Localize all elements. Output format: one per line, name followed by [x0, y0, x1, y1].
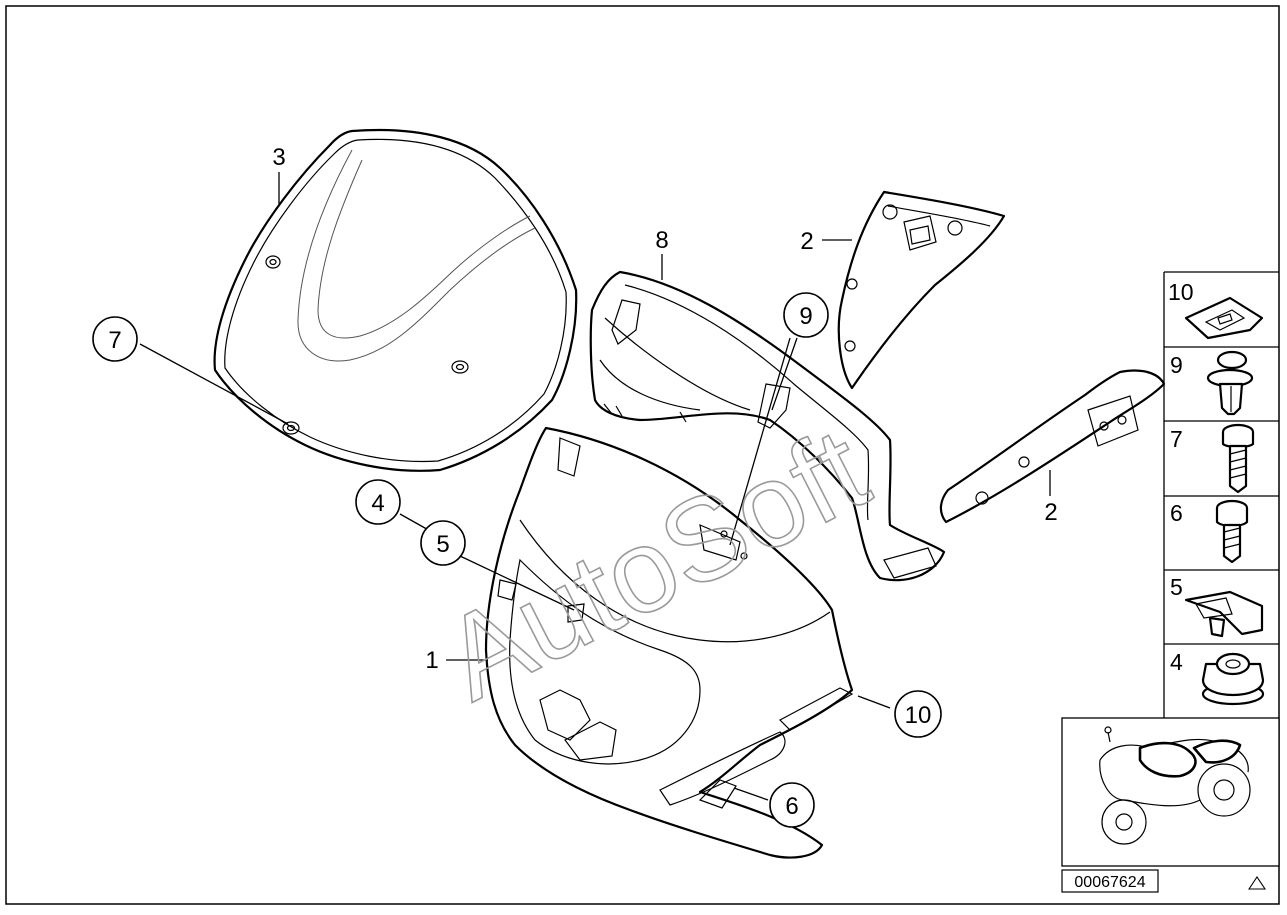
catalog-label-10: 10 [1168, 279, 1194, 305]
callouts: 3 7 8 2 9 2 4 5 1 10 6 [92, 144, 1058, 828]
catalog-label-7: 7 [1170, 426, 1183, 452]
catalog-label-4: 4 [1170, 649, 1183, 675]
short-screw-icon [1215, 499, 1249, 564]
windshield-part [213, 128, 578, 472]
lower-bracket-part [939, 369, 1166, 524]
catalog-label-5: 5 [1170, 574, 1183, 600]
spring-clip-icon [1184, 590, 1264, 638]
callout-4: 4 [371, 490, 384, 517]
front-fairing-part [484, 426, 854, 859]
small-parts-catalog: 10 9 7 6 5 [1163, 271, 1279, 718]
catalog-label-6: 6 [1170, 500, 1183, 526]
inner-panel-part [589, 270, 946, 582]
expansion-rivet-icon [1206, 350, 1254, 416]
callout-3: 3 [272, 144, 285, 171]
nut-clip-icon [1184, 296, 1264, 340]
long-screw-icon [1221, 423, 1255, 494]
callout-2-upper: 2 [800, 228, 813, 255]
motorcycle-outline-icon [1099, 726, 1251, 845]
callout-7: 7 [108, 327, 121, 354]
callout-4-circle [355, 479, 401, 525]
callout-10-circle [894, 690, 942, 738]
callout-7-circle [92, 316, 138, 362]
callout-5-circle [420, 520, 466, 566]
callout-9-circle [783, 292, 829, 338]
reference-number: 00067624 [1074, 874, 1145, 891]
rubber-grommet-icon [1201, 652, 1265, 706]
callout-8: 8 [655, 227, 668, 254]
locator-box [1061, 717, 1280, 867]
callout-10: 10 [905, 702, 932, 729]
diagram-frame [5, 5, 1280, 905]
callout-6-circle [769, 782, 815, 828]
upper-bracket-part [837, 190, 1006, 390]
callout-2-lower: 2 [1044, 499, 1057, 526]
callout-6: 6 [785, 793, 798, 820]
callout-1: 1 [425, 647, 438, 674]
reference-number-box: 00067624 [1061, 869, 1159, 893]
triangle-icon [1247, 876, 1267, 890]
catalog-label-9: 9 [1170, 352, 1183, 378]
callout-9: 9 [799, 303, 812, 330]
callout-5: 5 [436, 531, 449, 558]
